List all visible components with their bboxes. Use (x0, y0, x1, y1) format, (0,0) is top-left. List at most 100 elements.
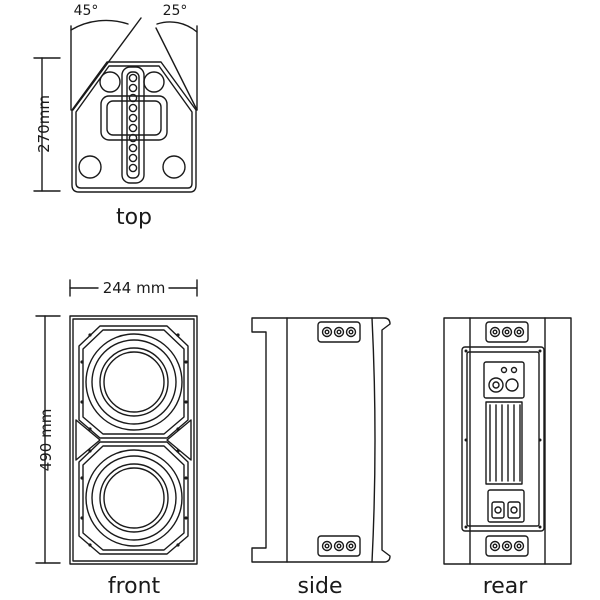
top-enclosure-inner (75, 65, 193, 189)
rigging-hole (128, 123, 138, 133)
driver-screw (184, 360, 188, 364)
height-dimension-label: 490 mm (37, 409, 55, 472)
side-cabinet-outline (251, 317, 391, 563)
side-rigging-hole (333, 540, 345, 552)
power-out-connector (507, 501, 521, 519)
upper-driver-cone (99, 347, 169, 417)
rear-cabinet (443, 317, 572, 565)
left-port-triangle (75, 419, 101, 461)
right-angle-ray (155, 27, 198, 111)
rear-rigging-hole (513, 540, 525, 552)
rear-rigging-hole (501, 326, 513, 338)
rigging-hole (128, 93, 138, 103)
front-view-label: front (108, 574, 161, 599)
side-view (251, 317, 391, 563)
side-rigging-plate-bottom (317, 535, 361, 557)
upper-driver-cone-inner (103, 351, 165, 413)
left-angle-arc (70, 19, 129, 31)
rigging-hole (128, 83, 138, 93)
right-angle-label: 25° (163, 3, 188, 19)
upper-driver-basket (91, 339, 177, 425)
side-rigging-hole-center (324, 329, 330, 335)
side-rigging-hole (345, 540, 357, 552)
input-section (483, 361, 525, 399)
amplifier-panel-inner (466, 351, 540, 527)
top-view-label: top (116, 205, 152, 230)
xlr-input-connector (488, 377, 504, 393)
rigging-hole (128, 103, 138, 113)
rigging-hole (128, 153, 138, 163)
top-view (33, 17, 198, 193)
top-pole-left (99, 71, 121, 93)
top-enclosure-outline (71, 61, 197, 193)
top-handle-recess (100, 95, 168, 141)
lower-driver-frame-inner (82, 445, 185, 551)
side-rigging-hole (321, 540, 333, 552)
panel-screw (538, 525, 542, 529)
rear-rigging-plate-top (485, 321, 529, 343)
xlr-link-connector (505, 378, 519, 392)
driver-screw (80, 360, 84, 364)
top-rigging-rail-inner (126, 71, 140, 179)
power-in-connector (491, 501, 505, 519)
front-view (35, 279, 198, 565)
side-rigging-hole (333, 326, 345, 338)
rigging-hole (128, 113, 138, 123)
left-angle-ray (72, 17, 142, 111)
driver-screw (88, 333, 92, 337)
rigging-hole (128, 73, 138, 83)
driver-screw (176, 543, 180, 547)
driver-screw (80, 516, 84, 520)
side-rigging-hole (345, 326, 357, 338)
rear-view (443, 317, 572, 565)
driver-screw (80, 476, 84, 480)
side-rigging-hole-center (348, 543, 354, 549)
front-cabinet-inner (72, 318, 195, 562)
driver-screw (176, 333, 180, 337)
left-angle-label: 45° (74, 3, 99, 19)
rigging-hole (128, 163, 138, 173)
indicator-led (500, 366, 508, 374)
rear-rigging-hole (501, 540, 513, 552)
right-angle-arc (156, 21, 198, 33)
rear-rigging-hole-center (516, 329, 522, 335)
driver-screw (184, 400, 188, 404)
top-foot-left (78, 155, 102, 179)
side-rigging-hole-center (324, 543, 330, 549)
driver-screw (88, 543, 92, 547)
driver-screw (88, 449, 92, 453)
rear-rigging-plate-bottom (485, 535, 529, 557)
rear-rigging-hole-center (504, 329, 510, 335)
upper-driver-surround (85, 333, 183, 431)
panel-screw (464, 349, 468, 353)
lower-driver-basket (91, 455, 177, 541)
driver-screw (80, 400, 84, 404)
rear-rigging-hole (489, 326, 501, 338)
side-rigging-hole-center (336, 543, 342, 549)
panel-screw (464, 438, 468, 442)
driver-screw (176, 427, 180, 431)
panel-screws (464, 349, 542, 529)
driver-screw (184, 476, 188, 480)
power-out-pins (510, 506, 518, 514)
rear-view-label: rear (483, 574, 529, 599)
side-rigging-hole (321, 326, 333, 338)
side-rigging-hole-center (336, 329, 342, 335)
lower-driver-surround (85, 449, 183, 547)
front-cabinet (69, 315, 198, 565)
side-rigging-holes (321, 326, 357, 552)
upper-driver-frame-inner (82, 329, 185, 435)
xlr-input-pins (492, 381, 500, 389)
side-rigging-plate-top (317, 321, 361, 343)
power-in-pins (494, 506, 502, 514)
width-dimension-label: 244 mm (103, 279, 166, 297)
amplifier-panel (461, 346, 545, 532)
rigging-hole (128, 143, 138, 153)
top-foot-right (162, 155, 186, 179)
top-handle-inner (106, 100, 162, 136)
rear-rigging-hole-center (492, 329, 498, 335)
power-section (487, 489, 525, 523)
rear-rigging-holes (489, 326, 525, 552)
side-curve-edge (371, 317, 376, 563)
